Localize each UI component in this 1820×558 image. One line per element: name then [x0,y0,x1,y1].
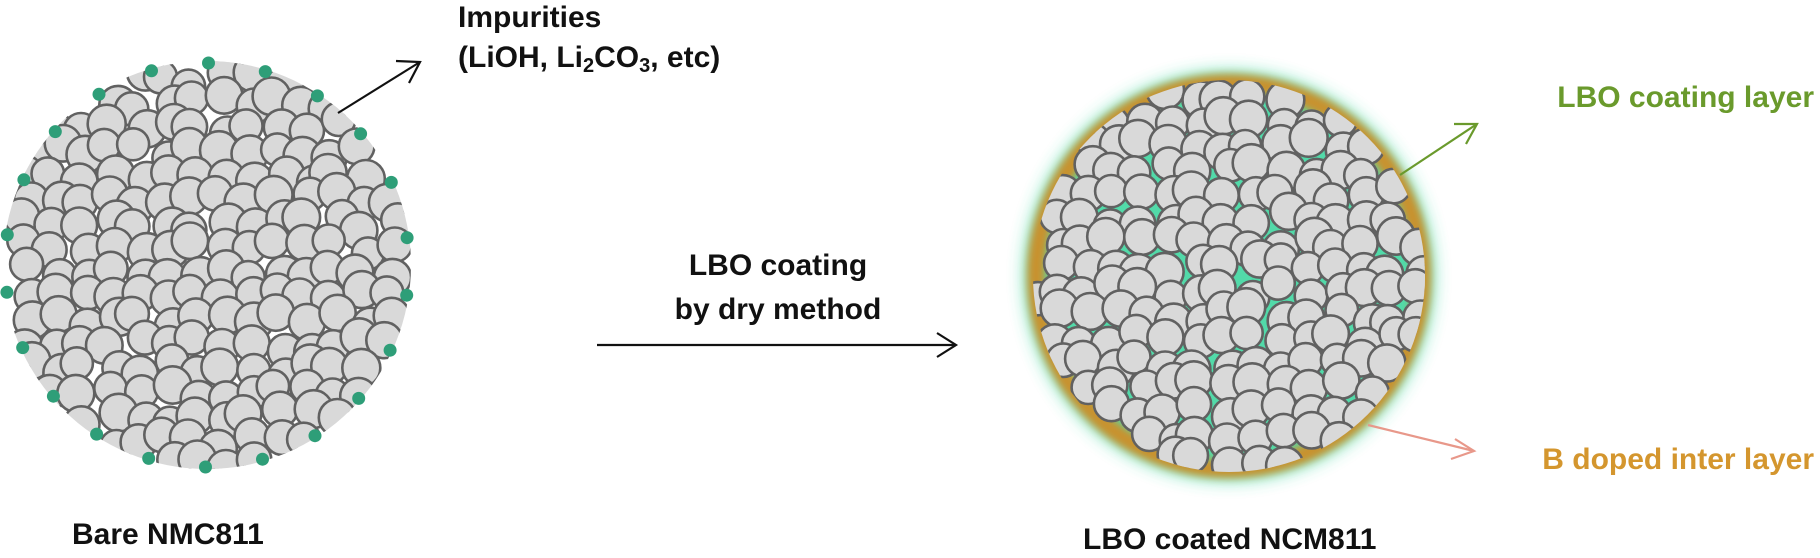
impurity-dot [258,65,272,79]
primary-particle [1229,315,1265,351]
impurity-dot [202,56,215,70]
impurities-formula-prefix: (LiOH, Li [458,41,583,74]
impurities-title: Impurities [458,1,602,34]
primary-particle [253,222,291,260]
impurity-dot [308,429,322,443]
impurities-formula-mid: CO [594,41,640,74]
impurity-dot [383,343,397,357]
lbo-coating-layer-arrow [1399,122,1479,176]
impurity-dot [384,175,398,189]
lbo-coated-ncm811-label: LBO coated NCM811 [1083,523,1377,556]
impurity-dot [0,228,14,242]
primary-particle [200,347,240,387]
lbo-coating-layer-label: LBO coating layer [1557,81,1814,114]
impurity-dots [0,56,414,474]
primary-particle [1171,436,1210,472]
impurities-formula: (LiOH, Li2CO3, etc) [458,40,720,78]
impurity-dot [400,231,414,245]
impurities-subscript-2: 2 [582,55,595,77]
primary-particle [1122,173,1160,211]
impurities-arrow [337,59,422,114]
impurity-dot [0,285,14,299]
impurity-dot [400,288,414,302]
coated-primary-particles [1033,80,1425,472]
b-doped-inter-layer-label: B doped inter layer [1542,443,1814,476]
impurity-dot [199,460,212,474]
primary-particle [8,246,45,283]
process-arrow [597,332,959,358]
primary-particle [1321,361,1361,400]
process-label-line1: LBO coating [688,249,868,282]
bare-primary-particles [3,61,411,469]
impurity-dot [354,127,368,141]
impurity-dot [256,452,269,466]
impurity-dot [145,64,158,78]
impurity-dot [17,173,31,187]
primary-particle [1260,265,1297,302]
lbo-coated-ncm811-particle [1026,73,1432,479]
impurities-formula-suffix: , etc) [650,41,721,74]
primary-particle [1288,117,1329,159]
impurities-subscript-3: 3 [639,55,651,77]
primary-particle [1146,317,1185,357]
impurity-dot [92,87,106,101]
impurity-dot [310,89,324,103]
impurity-dot [16,341,30,355]
impurity-dot [142,451,156,465]
primary-particle [115,127,151,162]
primary-particle [1231,142,1272,183]
primary-particle [317,397,358,438]
impurity-dot [90,427,104,441]
primary-particle [170,221,210,261]
impurity-dot [48,125,62,139]
bare-nmc811-label: Bare NMC811 [72,518,264,551]
impurity-dot [352,391,366,405]
impurity-dot [46,389,60,403]
bare-nmc811-particle [0,56,414,474]
process-label-line2: by dry method [674,293,882,326]
primary-particle [1093,173,1129,209]
b-doped-layer-arrow [1367,423,1477,461]
